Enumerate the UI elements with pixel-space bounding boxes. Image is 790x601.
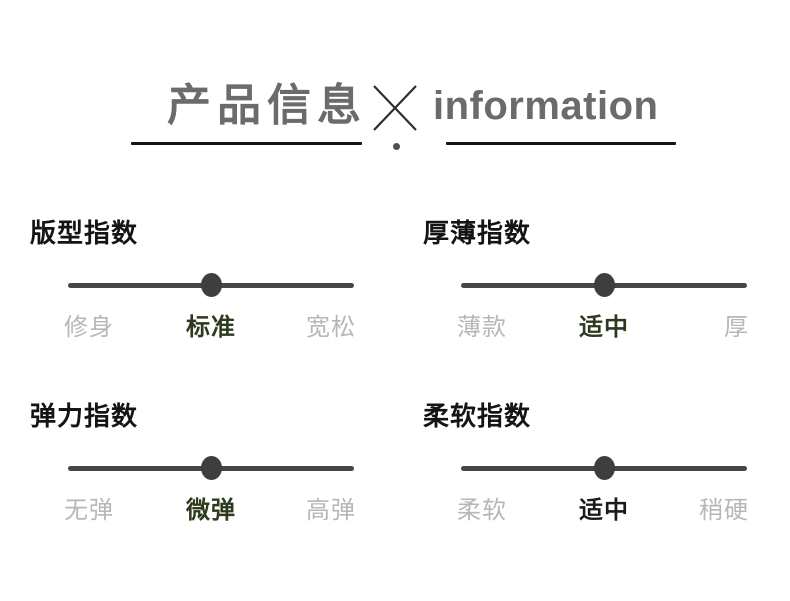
slider-label-left: 修身: [64, 314, 114, 341]
slider-label-left: 无弹: [64, 497, 114, 524]
section-title-cn: 产品信息: [167, 81, 367, 130]
divider-dot: [393, 143, 400, 150]
index-title: 弹力指数: [30, 401, 139, 431]
slider: [423, 402, 753, 492]
slider-thumb: [201, 456, 222, 480]
slider-label-right: 高弹: [306, 497, 356, 524]
slider-labels: 薄款 适中 厚: [423, 314, 753, 345]
slider-labels: 修身 标准 宽松: [30, 314, 360, 345]
slider: [30, 402, 360, 492]
underline-right: [446, 142, 676, 145]
slider-label-center: 适中: [579, 497, 629, 524]
index-block-elasticity: 弹力指数 无弹 微弹 高弹: [30, 402, 360, 534]
slider-label-left: 柔软: [457, 497, 507, 524]
slider-label-center: 适中: [579, 314, 629, 341]
slider-thumb: [594, 456, 615, 480]
slider-label-right: 宽松: [306, 314, 356, 341]
index-title: 厚薄指数: [423, 218, 532, 248]
section-title-en: information: [433, 84, 659, 128]
slider-label-right: 厚: [724, 314, 749, 341]
multiply-icon: [373, 85, 417, 131]
index-block-fit: 版型指数 修身 标准 宽松: [30, 219, 360, 351]
index-block-thickness: 厚薄指数 薄款 适中 厚: [423, 219, 753, 351]
slider-thumb: [594, 273, 615, 297]
slider-label-left: 薄款: [457, 314, 507, 341]
slider: [30, 219, 360, 309]
index-block-softness: 柔软指数 柔软 适中 稍硬: [423, 402, 753, 534]
slider: [423, 219, 753, 309]
slider-labels: 柔软 适中 稍硬: [423, 497, 753, 528]
slider-label-center: 微弹: [186, 497, 236, 524]
underline-left: [131, 142, 362, 145]
slider-label-center: 标准: [186, 314, 236, 341]
slider-labels: 无弹 微弹 高弹: [30, 497, 360, 528]
index-title: 版型指数: [30, 218, 139, 248]
slider-label-right: 稍硬: [699, 497, 749, 524]
index-title: 柔软指数: [423, 401, 532, 431]
slider-thumb: [201, 273, 222, 297]
